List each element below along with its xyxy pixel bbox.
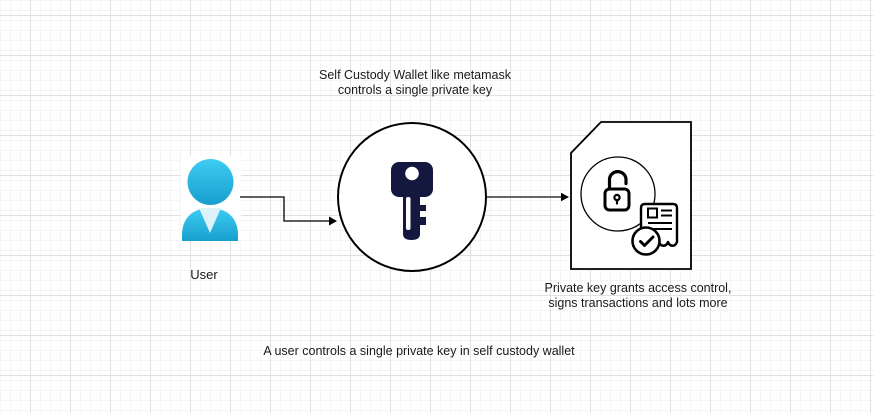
key-icon — [391, 162, 433, 240]
signed-receipt-icon — [631, 202, 679, 256]
connector-user-to-wallet[interactable] — [240, 190, 340, 232]
wallet-note-label: Self Custody Wallet like metamask contro… — [319, 68, 511, 97]
connector-wallet-to-doc[interactable] — [487, 190, 571, 204]
access-doc-node[interactable] — [569, 121, 693, 271]
access-doc-note-label: Private key grants access control, signs… — [544, 281, 732, 310]
unlocked-padlock-icon — [580, 156, 656, 232]
arrowhead-icon — [329, 216, 337, 226]
arrowhead-icon — [561, 192, 569, 202]
person-icon — [182, 159, 238, 241]
user-node-label: User — [190, 267, 218, 282]
wallet-node[interactable] — [337, 122, 487, 272]
user-node[interactable] — [181, 156, 241, 241]
diagram-caption: A user controls a single private key in … — [263, 344, 575, 358]
